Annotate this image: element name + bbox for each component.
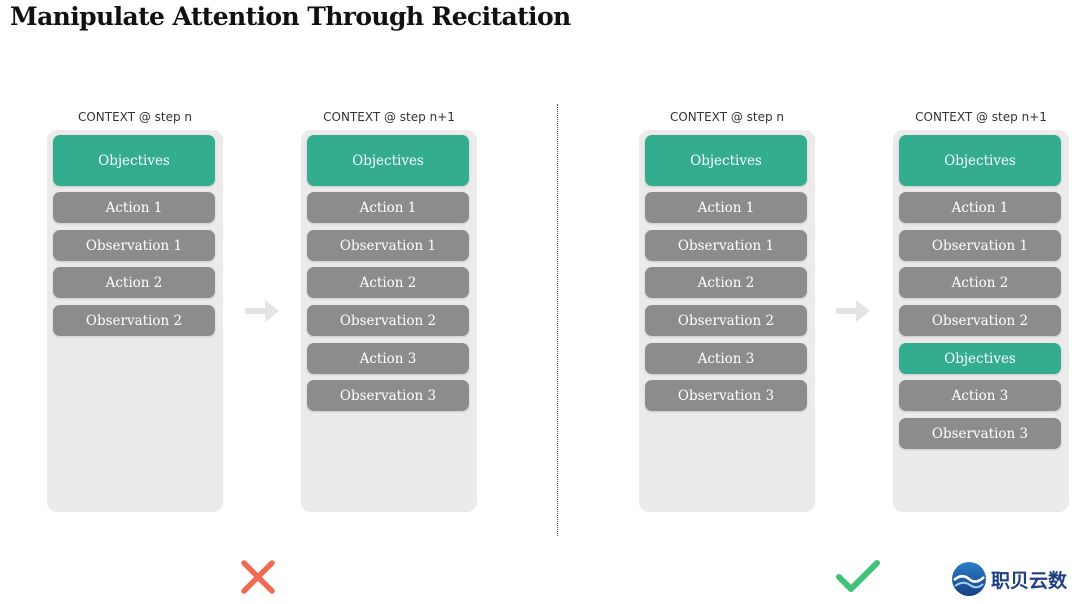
observation-1-box: Observation 1 [53, 230, 215, 261]
section-divider [557, 104, 558, 536]
observation-1-box: Observation 1 [307, 230, 469, 261]
context-label-step-n1-left: CONTEXT @ step n+1 [323, 110, 455, 124]
action-1-box: Action 1 [307, 192, 469, 223]
observation-1-box: Observation 1 [899, 230, 1061, 261]
context-panel-right-step-n: Objectives Action 1 Observation 1 Action… [639, 130, 815, 512]
observation-3-box: Observation 3 [899, 418, 1061, 449]
brand-logo: 职贝云数 [950, 560, 1067, 598]
action-2-box: Action 2 [307, 267, 469, 298]
action-3-box: Action 3 [645, 343, 807, 374]
context-panel-left-step-n: Objectives Action 1 Observation 1 Action… [47, 130, 223, 512]
observation-3-box: Observation 3 [307, 380, 469, 411]
page-title: Manipulate Attention Through Recitation [10, 2, 571, 31]
action-2-box: Action 2 [899, 267, 1061, 298]
checkmark-icon [836, 560, 880, 592]
action-3-box: Action 3 [307, 343, 469, 374]
objectives-box: Objectives [53, 135, 215, 186]
observation-2-box: Observation 2 [645, 305, 807, 336]
action-1-box: Action 1 [53, 192, 215, 223]
objectives-box: Objectives [645, 135, 807, 186]
objectives-box: Objectives [307, 135, 469, 186]
context-label-step-n-right: CONTEXT @ step n [669, 110, 785, 124]
observation-2-box: Observation 2 [307, 305, 469, 336]
arrow-right-icon [836, 300, 870, 322]
action-1-box: Action 1 [899, 192, 1061, 223]
action-2-box: Action 2 [645, 267, 807, 298]
objectives-box: Objectives [899, 135, 1061, 186]
context-label-step-n-left: CONTEXT @ step n [77, 110, 193, 124]
observation-3-box: Observation 3 [645, 380, 807, 411]
observation-2-box: Observation 2 [53, 305, 215, 336]
recited-objectives-box: Objectives [899, 343, 1061, 374]
context-panel-right-step-n1: Objectives Action 1 Observation 1 Action… [893, 130, 1069, 512]
action-1-box: Action 1 [645, 192, 807, 223]
action-3-box: Action 3 [899, 380, 1061, 411]
observation-2-box: Observation 2 [899, 305, 1061, 336]
arrow-right-icon [245, 300, 279, 322]
context-label-step-n1-right: CONTEXT @ step n+1 [915, 110, 1047, 124]
context-panel-left-step-n1: Objectives Action 1 Observation 1 Action… [301, 130, 477, 512]
observation-1-box: Observation 1 [645, 230, 807, 261]
action-2-box: Action 2 [53, 267, 215, 298]
logo-globe-icon [952, 562, 986, 596]
logo-text: 职贝云数 [991, 569, 1068, 592]
cross-icon [241, 560, 275, 594]
